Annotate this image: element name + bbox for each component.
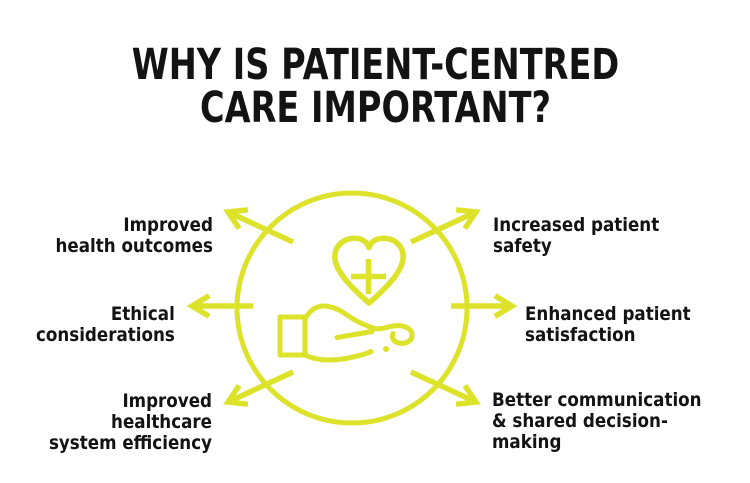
hand-outline (305, 306, 412, 343)
page-title: WHY IS PATIENT-CENTRED CARE IMPORTANT? (0, 44, 750, 130)
label-enhanced-patient-satisfaction: Enhanced patient satisfaction (525, 283, 713, 346)
label-improved-healthcare-system-efficiency: Improved healthcare system efficiency (0, 370, 212, 454)
page-title-text: WHY IS PATIENT-CENTRED CARE IMPORTANT? (131, 40, 619, 133)
label-text: Better communication & shared decision-m… (492, 389, 702, 453)
hand-dot (383, 346, 389, 352)
label-text: Improved health outcomes (55, 214, 213, 257)
label-better-communication-shared-decision-making: Better communication & shared decision-m… (492, 369, 750, 453)
arrow-left-icon (192, 296, 253, 317)
arrow-top-left-icon (228, 210, 293, 242)
label-improved-health-outcomes: Improved health outcomes (34, 194, 213, 257)
label-increased-patient-safety: Increased patient safety (493, 194, 682, 257)
label-text: Improved healthcare system efficiency (48, 390, 212, 454)
arrow-bottom-left-icon (228, 372, 293, 404)
label-text: Enhanced patient satisfaction (525, 303, 691, 346)
label-ethical-considerations: Ethical considerations (17, 283, 175, 346)
center-circle (237, 193, 467, 423)
arrow-right-icon (451, 296, 512, 317)
label-text: Increased patient safety (493, 214, 660, 257)
label-text: Ethical considerations (36, 303, 175, 346)
hand-palm-bottom (305, 352, 371, 360)
arrow-bottom-right-icon (411, 372, 476, 404)
arrow-top-right-icon (411, 210, 476, 242)
hand-icon (280, 306, 412, 360)
arrows (192, 210, 512, 404)
hand-palm-line (337, 332, 372, 338)
heart-plus-icon (335, 238, 403, 303)
hand-cuff (280, 317, 305, 355)
